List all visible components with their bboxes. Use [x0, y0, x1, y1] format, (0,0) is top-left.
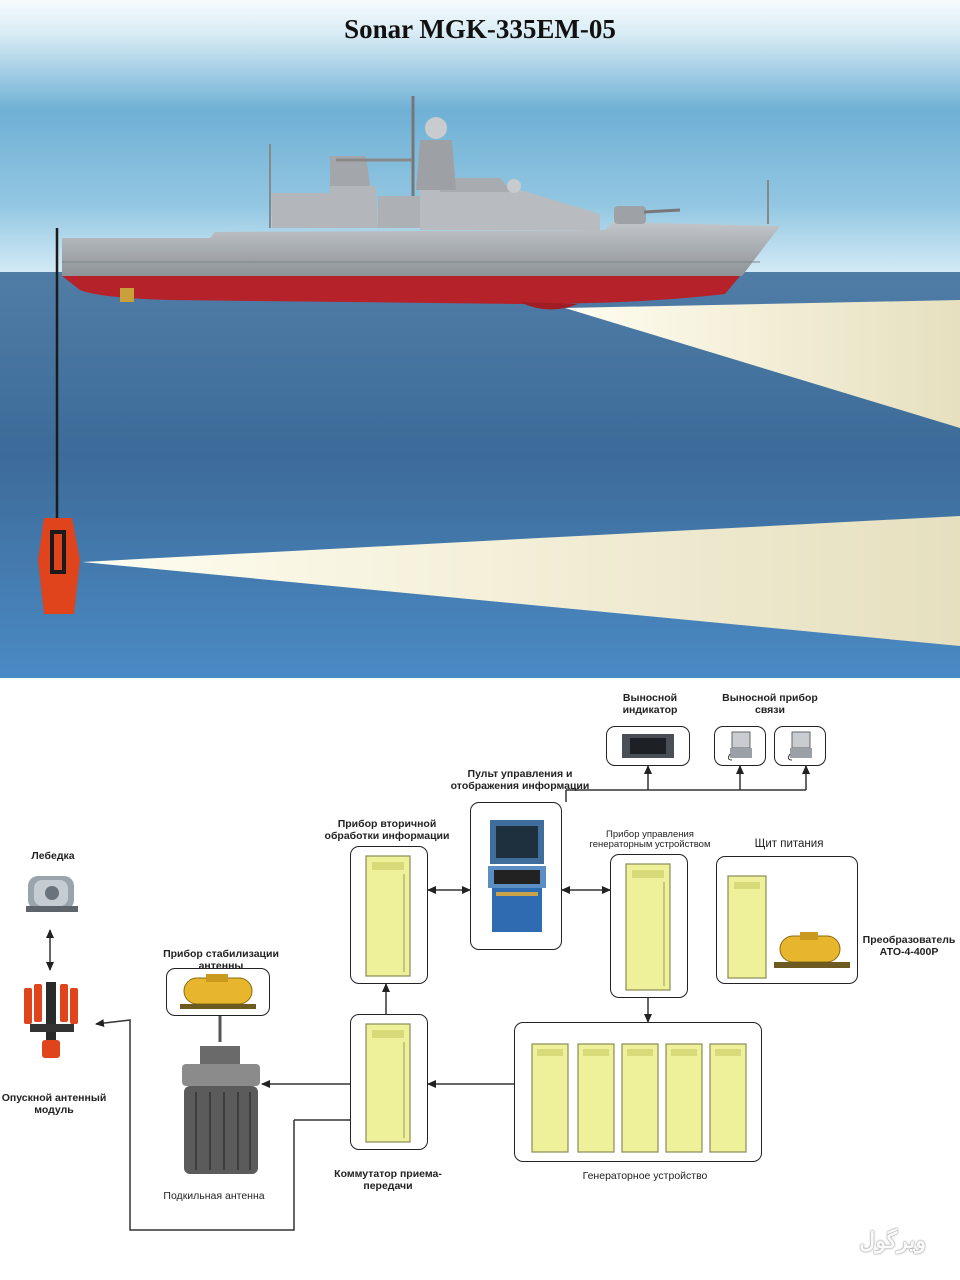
page-title: Sonar MGK-335EM-05: [344, 14, 616, 44]
corvette: [62, 96, 780, 310]
generator-control-label: Прибор управления генераторным устройств…: [589, 829, 711, 850]
generator-control-cabinet-icon: [625, 863, 671, 991]
converter-icon: [774, 932, 850, 968]
ship-scene: Sonar MGK-335EM-05: [0, 0, 960, 678]
dipping-module-icon: [24, 982, 78, 1058]
remote-indicator-label: Выносной индикатор: [622, 692, 678, 716]
ship-illustration: [0, 0, 960, 678]
winch-icon: [26, 876, 78, 912]
keel-antenna-label: Подкильная антенна: [163, 1190, 265, 1202]
block-diagram: Лебедка Опускной антенный модуль Прибор …: [0, 678, 960, 1280]
dipping-module-label: Опускной антенный модуль: [1, 1092, 107, 1116]
console-icon: [488, 820, 546, 932]
power-panel-label: Щит питания: [754, 838, 824, 850]
remote-comm-icon-2: [787, 731, 812, 761]
winch-label: Лебедка: [31, 850, 75, 862]
switch-cabinet-icon: [365, 1023, 411, 1143]
remote-comm-icon-1: [727, 731, 752, 761]
remote-indicator-icon: [622, 734, 674, 758]
generator-cabinets-icon: [531, 1043, 747, 1153]
keel-sonar-beam: [565, 300, 960, 428]
stabilization-icon: [180, 974, 256, 1009]
generator-label: Генераторное устройство: [582, 1170, 708, 1182]
dipping-antenna-module: [38, 518, 80, 614]
switch-label: Коммутатор приема-передачи: [334, 1168, 442, 1192]
control-console-label: Пульт управления и отображения информаци…: [450, 768, 590, 792]
secondary-processing-label: Прибор вторичной обработки информации: [324, 818, 450, 842]
watermark-logo: ویرگول: [859, 1228, 926, 1253]
connector-lines: [46, 765, 810, 1231]
remote-comm-label: Выносной прибор связи: [722, 692, 818, 716]
keel-antenna-icon: [182, 1046, 260, 1174]
secondary-cabinet-icon: [365, 855, 411, 977]
converter-label: Преобразователь АТО-4-400Р: [862, 934, 956, 958]
dipping-sonar-beam: [82, 516, 960, 646]
power-panel-cabinet-icon: [727, 875, 767, 979]
